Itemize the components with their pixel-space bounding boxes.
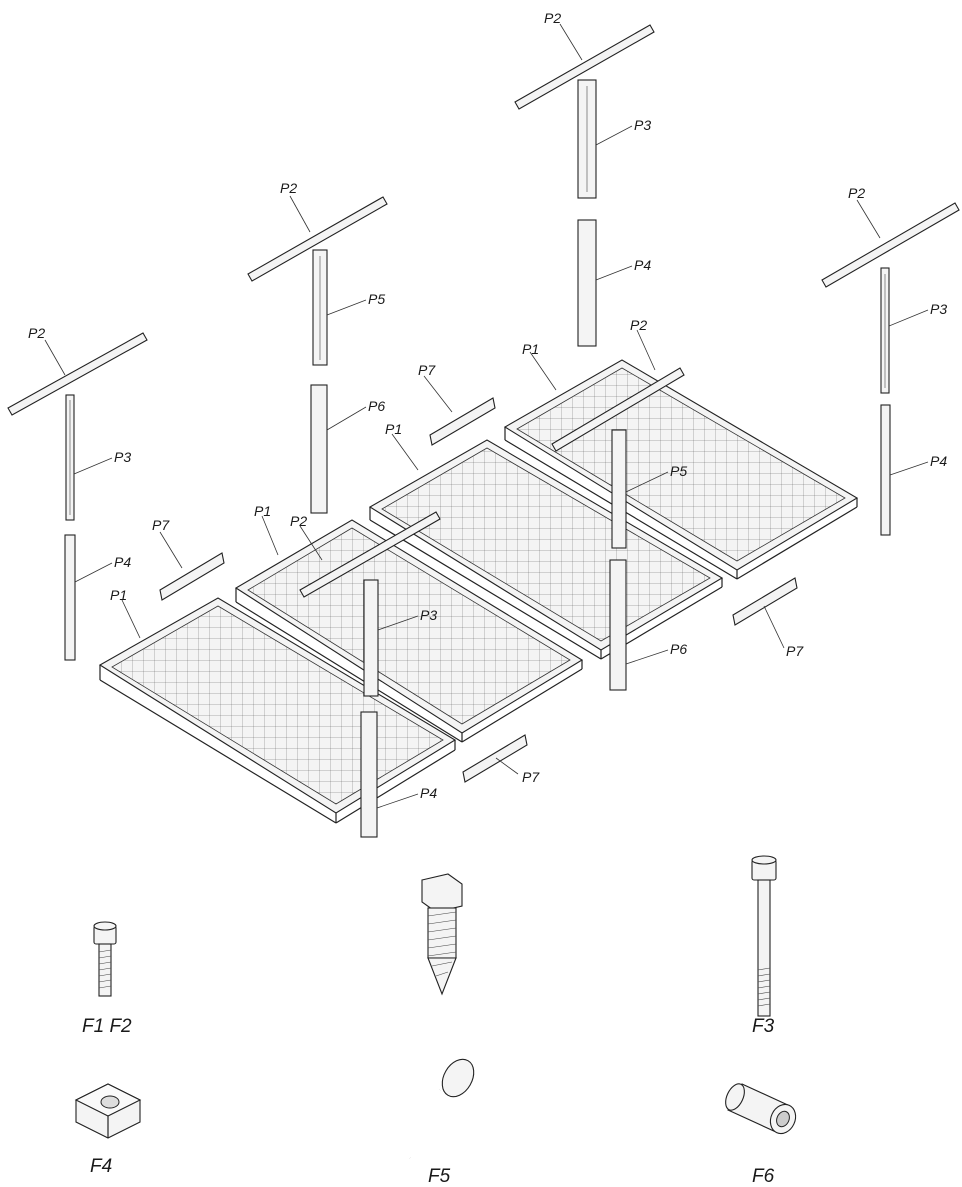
fastener-labels: F1 F2 F3 F4 F5 F6 (82, 1016, 775, 1187)
label-p1-second: P1 (254, 503, 271, 519)
label-p2-mid-right: P2 (630, 317, 647, 333)
label-p6-right: P6 (670, 641, 687, 657)
label-p7-left: P7 (152, 517, 170, 533)
label-p2-second: P2 (280, 180, 297, 196)
label-p1-back: P1 (522, 341, 539, 357)
label-f5: F5 (428, 1166, 451, 1187)
label-p2-top: P2 (544, 10, 561, 26)
side-plate-group (159, 397, 798, 783)
shelf-panel-3 (368, 439, 724, 660)
label-f4: F4 (90, 1156, 112, 1177)
label-p7-mid: P7 (418, 362, 436, 378)
label-p1-third: P1 (385, 421, 402, 437)
label-p5-second: P5 (368, 291, 385, 307)
label-p2-mid-left: P2 (290, 513, 307, 529)
label-f1-f2: F1 F2 (82, 1016, 132, 1037)
part-labels: P2 P3 P4 P2 P5 P6 P2 P3 P4 P1 P1 P2 P3 P… (28, 10, 947, 801)
label-p2-right: P2 (848, 185, 865, 201)
upright-group-left (64, 394, 76, 661)
spacer-sleeve-icon (725, 1083, 797, 1135)
label-p3-top: P3 (634, 117, 651, 133)
square-nut-icon (74, 1083, 142, 1139)
label-p7-right: P7 (786, 643, 804, 659)
label-p2-left: P2 (28, 325, 45, 341)
leader-lines (44, 23, 929, 809)
socket-cap-screw-long-icon (751, 855, 777, 1017)
label-p3-right: P3 (930, 301, 947, 317)
label-p6-second: P6 (368, 398, 385, 414)
label-f6: F6 (752, 1166, 775, 1187)
upright-group-right (880, 267, 891, 536)
label-p7-bottom: P7 (522, 769, 540, 785)
label-p3-left: P3 (114, 449, 131, 465)
label-p4-left: P4 (114, 554, 131, 570)
upright-group-top (577, 79, 597, 347)
upright-group-center (360, 429, 627, 838)
socket-cap-screw-short-icon (93, 921, 117, 997)
label-p4-top: P4 (634, 257, 651, 273)
label-p5-right: P5 (670, 463, 687, 479)
label-f3: F3 (752, 1016, 775, 1037)
label-p4-center: P4 (420, 785, 437, 801)
ceiling-bracket-group-1 (7, 24, 960, 598)
hitch-pin-icon (406, 1058, 475, 1159)
label-p1-front: P1 (110, 587, 127, 603)
label-p3-center: P3 (420, 607, 437, 623)
upright-group-second (310, 249, 328, 514)
label-p4-right: P4 (930, 453, 947, 469)
lag-bolt-icon (421, 873, 463, 996)
